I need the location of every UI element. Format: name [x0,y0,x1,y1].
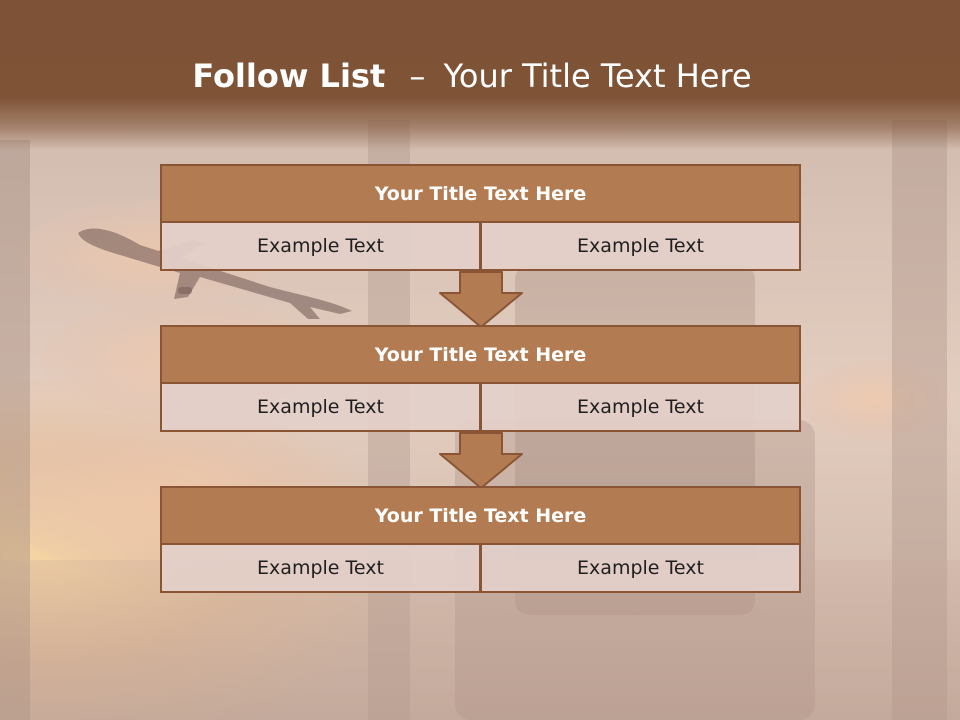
title-separator: – [409,57,426,95]
window-frame [892,120,947,720]
block-title[interactable]: Your Title Text Here [160,486,801,544]
block-cell-left[interactable]: Example Text [160,222,481,271]
down-arrow-icon [439,432,523,489]
block-row: Example Text Example Text [160,544,801,593]
list-block-1: Your Title Text Here Example Text Exampl… [160,164,801,271]
block-title[interactable]: Your Title Text Here [160,164,801,222]
cloud [800,360,950,440]
list-block-3: Your Title Text Here Example Text Exampl… [160,486,801,593]
block-cell-left[interactable]: Example Text [160,544,481,593]
title-bold: Follow List [192,57,386,95]
block-row: Example Text Example Text [160,222,801,271]
slide-title: Follow List – Your Title Text Here [0,54,944,98]
block-cell-right[interactable]: Example Text [481,222,801,271]
header-band [0,0,960,150]
block-row: Example Text Example Text [160,383,801,432]
block-title[interactable]: Your Title Text Here [160,325,801,383]
down-arrow-icon [439,271,523,328]
block-cell-right[interactable]: Example Text [481,544,801,593]
title-rest: Your Title Text Here [443,57,752,95]
block-cell-left[interactable]: Example Text [160,383,481,432]
window-frame [0,140,30,720]
block-cell-right[interactable]: Example Text [481,383,801,432]
list-block-2: Your Title Text Here Example Text Exampl… [160,325,801,432]
